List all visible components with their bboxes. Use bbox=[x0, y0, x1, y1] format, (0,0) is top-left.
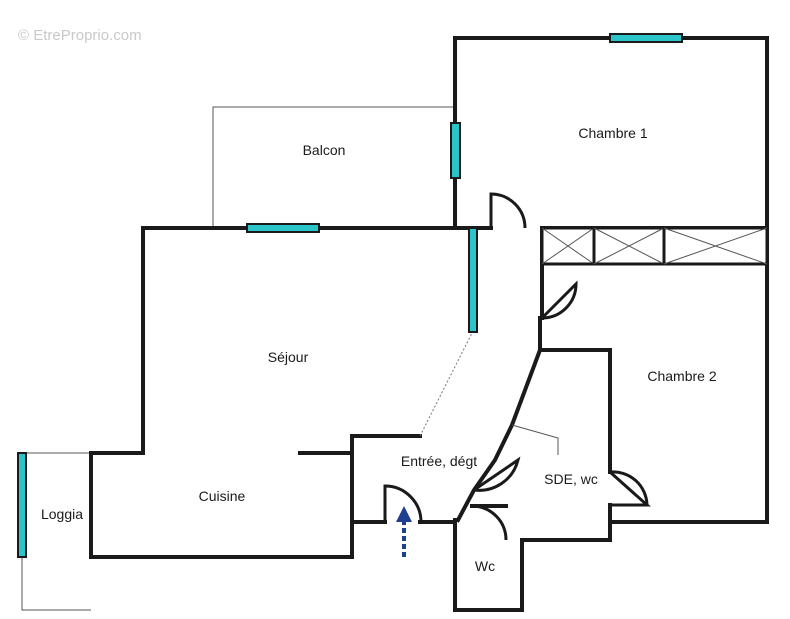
label-wc: Wc bbox=[475, 558, 495, 574]
label-chambre2: Chambre 2 bbox=[647, 368, 716, 384]
window-sejour-side bbox=[468, 227, 478, 333]
balcony-outline bbox=[212, 106, 455, 228]
entrance-arrow-icon bbox=[396, 506, 412, 557]
window-balcon bbox=[450, 122, 461, 179]
doors bbox=[383, 192, 651, 541]
watermark-text: © EtreProprio.com bbox=[18, 27, 142, 44]
room-labels: Chambre 1 Balcon Séjour Chambre 2 Entrée… bbox=[41, 125, 717, 574]
label-balcon: Balcon bbox=[303, 142, 346, 158]
walls bbox=[89, 36, 769, 612]
window-chambre1 bbox=[609, 33, 683, 43]
label-entree: Entrée, dégt bbox=[401, 453, 477, 469]
loggia-outline bbox=[21, 452, 91, 611]
label-sejour: Séjour bbox=[268, 349, 309, 365]
windows bbox=[17, 33, 683, 558]
label-chambre1: Chambre 1 bbox=[578, 125, 647, 141]
label-cuisine: Cuisine bbox=[199, 488, 246, 504]
window-loggia bbox=[17, 452, 27, 558]
closets bbox=[540, 226, 769, 266]
interior-lines bbox=[419, 332, 559, 455]
label-sde: SDE, wc bbox=[544, 471, 598, 487]
window-sejour bbox=[246, 223, 320, 233]
label-loggia: Loggia bbox=[41, 506, 83, 522]
